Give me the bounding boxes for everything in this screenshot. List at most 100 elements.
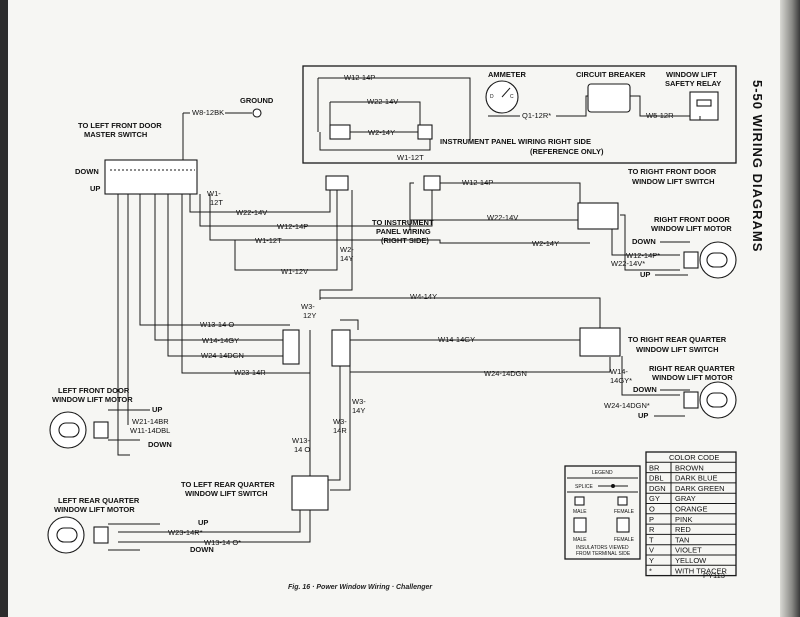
rf-window-switch: [577, 202, 619, 230]
ground-label: GROUND: [240, 96, 274, 105]
color-name: YELLOW: [675, 556, 707, 565]
svg-text:TO RIGHT REAR QUARTER: TO RIGHT REAR QUARTER: [628, 335, 727, 344]
color-code: O: [649, 505, 655, 514]
ground-icon: [252, 108, 262, 118]
male-terminal-icon: [574, 496, 585, 506]
ammeter-label: AMMETER: [488, 70, 526, 79]
svg-text:MALE: MALE: [573, 509, 587, 515]
svg-text:FEMALE: FEMALE: [614, 537, 635, 543]
svg-text:W12-14P: W12-14P: [462, 178, 493, 187]
figure-caption: Fig. 16 · Power Window Wiring · Challeng…: [288, 584, 433, 591]
svg-text:W24-14DGN: W24-14DGN: [484, 369, 527, 378]
svg-text:W11-14DBL: W11-14DBL: [130, 426, 170, 435]
color-name: TAN: [675, 535, 689, 544]
svg-text:WINDOW LIFT MOTOR: WINDOW LIFT MOTOR: [54, 505, 135, 514]
svg-text:W8-12BK: W8-12BK: [192, 108, 224, 117]
svg-text:INSULATORS VIEWED: INSULATORS VIEWED: [576, 545, 629, 551]
female-terminal-icon: [617, 496, 628, 506]
svg-text:W1-12T: W1-12T: [397, 153, 424, 162]
ip-label-2: (REFERENCE ONLY): [530, 147, 604, 156]
svg-text:UP: UP: [638, 411, 648, 420]
color-name: VIOLET: [675, 546, 702, 555]
lf-connector-block: [282, 329, 300, 365]
svg-text:DOWN: DOWN: [148, 440, 172, 449]
svg-text:W13-14 O: W13-14 O: [200, 320, 234, 329]
svg-text:LEGEND: LEGEND: [592, 470, 613, 476]
svg-text:W14-14GY: W14-14GY: [202, 336, 239, 345]
svg-text:UP: UP: [90, 184, 100, 193]
svg-text:12Y: 12Y: [303, 311, 316, 320]
color-name: DARK BLUE: [675, 474, 718, 483]
legend-box: [564, 465, 641, 560]
svg-text:MALE: MALE: [573, 537, 587, 543]
svg-text:RIGHT FRONT DOOR: RIGHT FRONT DOOR: [654, 215, 730, 224]
center-connector-block: [331, 329, 351, 367]
svg-text:C: C: [510, 94, 514, 100]
svg-text:W12-14P: W12-14P: [277, 222, 308, 231]
color-name: RED: [675, 525, 691, 534]
color-code: DBL: [649, 474, 664, 483]
svg-text:W24-14DGN*: W24-14DGN*: [604, 401, 650, 410]
svg-text:WINDOW LIFT MOTOR: WINDOW LIFT MOTOR: [52, 395, 133, 404]
relay-label-1: WINDOW LIFT: [666, 70, 717, 79]
color-code: P: [649, 515, 654, 524]
color-code: GY: [649, 494, 660, 503]
svg-text:12T: 12T: [210, 198, 223, 207]
svg-text:W22-14V: W22-14V: [487, 213, 518, 222]
svg-text:W23-14R*: W23-14R*: [168, 528, 203, 537]
svg-text:W4-14Y: W4-14Y: [410, 292, 437, 301]
book-binding: [780, 0, 800, 617]
splice-icon: [611, 484, 615, 488]
ip-connector-left: [329, 124, 351, 140]
svg-text:DOWN: DOWN: [633, 385, 657, 394]
ip-connector-right: [417, 124, 433, 140]
svg-text:W3-: W3-: [333, 417, 347, 426]
svg-text:WINDOW LIFT MOTOR: WINDOW LIFT MOTOR: [651, 224, 732, 233]
svg-text:UP: UP: [640, 270, 650, 279]
svg-text:UP: UP: [198, 518, 208, 527]
svg-text:W13-: W13-: [292, 436, 310, 445]
svg-text:DOWN: DOWN: [190, 545, 214, 554]
svg-text:W2-14Y: W2-14Y: [532, 239, 559, 248]
svg-text:W2-14Y: W2-14Y: [368, 128, 395, 137]
color-table-title: COLOR CODE: [669, 453, 719, 462]
svg-text:W23-14R: W23-14R: [234, 368, 266, 377]
color-code: V: [649, 546, 654, 555]
svg-text:W1-: W1-: [207, 189, 221, 198]
color-name: WITH TRACER: [675, 566, 728, 575]
svg-text:Q1-12R*: Q1-12R*: [522, 111, 551, 120]
svg-text:W3-: W3-: [352, 397, 366, 406]
svg-text:D: D: [490, 94, 494, 100]
svg-text:SPLICE: SPLICE: [575, 484, 593, 490]
color-name: DARK GREEN: [675, 484, 725, 493]
svg-text:TO LEFT FRONT DOOR: TO LEFT FRONT DOOR: [78, 121, 162, 130]
ammeter-needle: [501, 87, 511, 98]
svg-text:WINDOW LIFT MOTOR: WINDOW LIFT MOTOR: [652, 373, 733, 382]
svg-text:W1-12V: W1-12V: [281, 267, 308, 276]
male-insulator-icon: [573, 517, 587, 533]
rrq-window-switch: [579, 327, 621, 357]
color-code: Y: [649, 556, 654, 565]
circuit-breaker-icon: [587, 83, 631, 113]
svg-text:W22-14V*: W22-14V*: [611, 259, 645, 268]
svg-text:DOWN: DOWN: [632, 237, 656, 246]
svg-text:14GY*: 14GY*: [610, 376, 632, 385]
svg-text:W21-14BR: W21-14BR: [132, 417, 169, 426]
color-name: BROWN: [675, 463, 704, 472]
relay-label-2: SAFETY RELAY: [665, 79, 721, 88]
svg-text:PANEL WIRING: PANEL WIRING: [376, 227, 431, 236]
svg-text:W2-: W2-: [340, 245, 354, 254]
svg-text:FROM TERMINAL SIDE: FROM TERMINAL SIDE: [576, 551, 631, 557]
svg-text:W12-14P*: W12-14P*: [626, 251, 660, 260]
svg-text:14Y: 14Y: [340, 254, 353, 263]
svg-text:W24-14DGN: W24-14DGN: [201, 351, 244, 360]
svg-text:W22-14V: W22-14V: [236, 208, 267, 217]
svg-text:LEFT FRONT DOOR: LEFT FRONT DOOR: [58, 386, 130, 395]
svg-text:DOWN: DOWN: [75, 167, 99, 176]
svg-text:14Y: 14Y: [352, 406, 365, 415]
svg-text:14 O: 14 O: [294, 445, 310, 454]
svg-text:W14-: W14-: [610, 367, 628, 376]
svg-text:FEMALE: FEMALE: [614, 509, 635, 515]
